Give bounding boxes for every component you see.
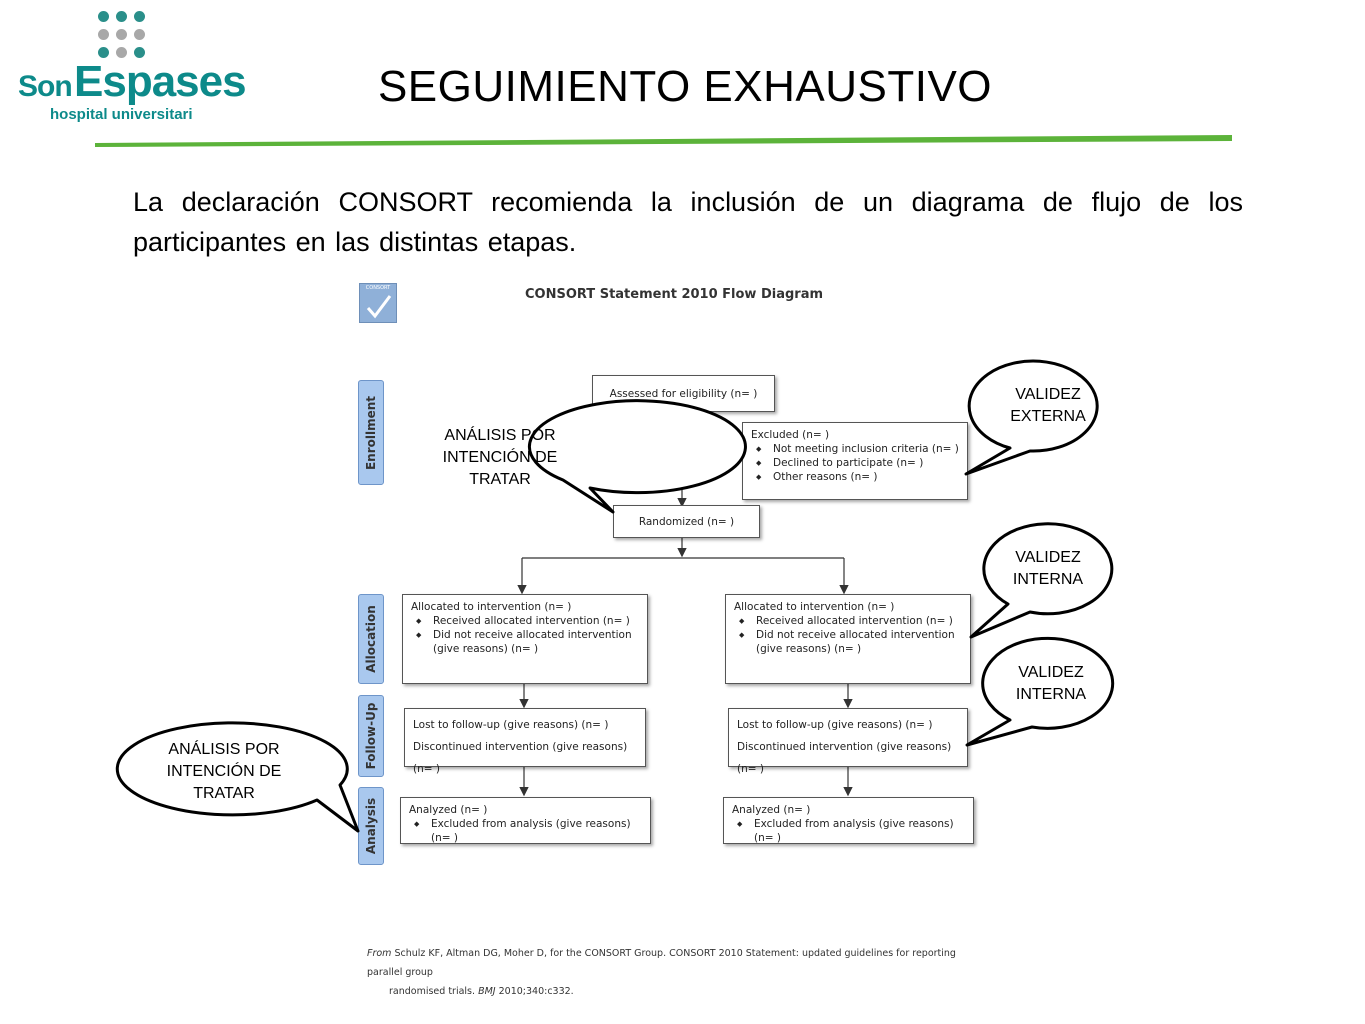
citation-line-2-ref: 2010;340:c332.: [498, 986, 574, 997]
callout-line: TRATAR: [469, 471, 531, 488]
stage-analysis: Analysis: [358, 787, 384, 865]
logo-dot: [134, 47, 145, 58]
consort-flow-diagram: CONSORT CONSORT Statement 2010 Flow Diag…: [330, 275, 1030, 995]
callout-line: INTENCIÓN DE: [442, 449, 558, 466]
callout-validez-interna-1: VALIDEZ INTERNA: [988, 547, 1108, 591]
callout-line: VALIDEZ: [1015, 549, 1081, 566]
callout-line: INTERNA: [1015, 686, 1087, 703]
consort-logo: CONSORT: [359, 283, 397, 323]
allocation-item: Did not receive allocated intervention (…: [416, 628, 639, 656]
diagram-title: CONSORT Statement 2010 Flow Diagram: [525, 287, 824, 302]
intro-paragraph: La declaración CONSORT recomienda la inc…: [133, 187, 1243, 257]
analysis-heading: Analyzed (n= ): [409, 804, 488, 816]
logo-dot: [98, 47, 109, 58]
citation-line-2: randomised trials.: [389, 986, 476, 997]
citation-line-1: Schulz KF, Altman DG, Moher D, for the C…: [367, 948, 956, 978]
stage-enrollment-label: Enrollment: [364, 395, 378, 470]
excluded-box: Excluded (n= ) Not meeting inclusion cri…: [742, 422, 968, 500]
consort-logo-text: CONSORT: [365, 285, 391, 291]
callout-itt-top: ANÁLISIS POR INTENCIÓN DE TRATAR: [418, 425, 582, 491]
allocation-item: Received allocated intervention (n= ): [416, 614, 639, 628]
followup-lost: Lost to follow-up (give reasons) (n= ): [737, 719, 933, 731]
citation-journal: BMJ: [478, 986, 496, 997]
slide-title: SEGUIMIENTO EXHAUSTIVO: [377, 62, 993, 111]
stage-allocation-label: Allocation: [364, 605, 378, 673]
logo-dot: [134, 29, 145, 40]
stage-follow-up-label: Follow-Up: [364, 702, 378, 770]
stage-allocation: Allocation: [358, 594, 384, 684]
excluded-heading: Excluded (n= ): [751, 429, 830, 441]
logo-dot: [116, 47, 127, 58]
allocation-heading: Allocated to intervention (n= ): [734, 601, 895, 613]
allocation-heading: Allocated to intervention (n= ): [411, 601, 572, 613]
logo-brand-small: Son: [18, 70, 73, 103]
logo-dot: [116, 11, 127, 22]
stage-enrollment: Enrollment: [358, 380, 384, 485]
citation: From Schulz KF, Altman DG, Moher D, for …: [367, 944, 987, 1001]
logo-dot: [98, 29, 109, 40]
logo-dot: [98, 11, 109, 22]
randomized-label: Randomized (n= ): [638, 516, 735, 528]
callout-line: VALIDEZ: [1015, 386, 1081, 403]
callout-line: VALIDEZ: [1018, 664, 1084, 681]
logo-dot: [134, 11, 145, 22]
allocation-box-left: Allocated to intervention (n= ) Received…: [402, 594, 648, 684]
callout-validez-interna-2: VALIDEZ INTERNA: [991, 662, 1111, 706]
callout-line: ANÁLISIS POR: [168, 741, 280, 758]
son-espases-logo: Son Espases hospital universitari: [18, 8, 247, 133]
excluded-item: Other reasons (n= ): [756, 470, 959, 484]
callout-line: INTERNA: [1012, 571, 1084, 588]
followup-lost: Lost to follow-up (give reasons) (n= ): [413, 719, 609, 731]
callout-itt-bottom: ANÁLISIS POR INTENCIÓN DE TRATAR: [140, 739, 308, 805]
callout-line: ANÁLISIS POR: [444, 427, 556, 444]
analysis-item: Excluded from analysis (give reasons) (n…: [414, 817, 642, 845]
followup-discontinued: Discontinued intervention (give reasons)…: [413, 741, 628, 775]
callout-line: INTENCIÓN DE: [166, 763, 282, 780]
logo-dot: [116, 29, 127, 40]
randomized-box: Randomized (n= ): [613, 505, 760, 538]
excluded-item: Declined to participate (n= ): [756, 456, 959, 470]
stage-analysis-label: Analysis: [364, 797, 378, 855]
title-underline: [95, 135, 1232, 147]
followup-box-right: Lost to follow-up (give reasons) (n= ) D…: [728, 708, 968, 775]
callout-validez-externa: VALIDEZ EXTERNA: [988, 384, 1108, 428]
callout-line: TRATAR: [193, 785, 255, 802]
excluded-item: Not meeting inclusion criteria (n= ): [756, 442, 959, 456]
analysis-item: Excluded from analysis (give reasons) (n…: [737, 817, 965, 845]
followup-box-left: Lost to follow-up (give reasons) (n= ) D…: [404, 708, 646, 775]
callout-line: EXTERNA: [1010, 408, 1086, 425]
analysis-box-right: Analyzed (n= ) Excluded from analysis (g…: [723, 797, 974, 844]
assessed-box: Assessed for eligibility (n= ): [592, 375, 775, 412]
logo-brand-large: Espases: [74, 57, 247, 106]
allocation-item: Did not receive allocated intervention (…: [739, 628, 962, 656]
analysis-heading: Analyzed (n= ): [732, 804, 811, 816]
assessed-label: Assessed for eligibility (n= ): [609, 388, 758, 400]
allocation-box-right: Allocated to intervention (n= ) Received…: [725, 594, 971, 684]
analysis-box-left: Analyzed (n= ) Excluded from analysis (g…: [400, 797, 651, 844]
allocation-item: Received allocated intervention (n= ): [739, 614, 962, 628]
followup-discontinued: Discontinued intervention (give reasons)…: [737, 741, 952, 775]
checkmark-icon: [366, 295, 392, 319]
stage-follow-up: Follow-Up: [358, 695, 384, 777]
citation-from: From: [367, 948, 392, 959]
logo-subtitle: hospital universitari: [50, 106, 193, 123]
